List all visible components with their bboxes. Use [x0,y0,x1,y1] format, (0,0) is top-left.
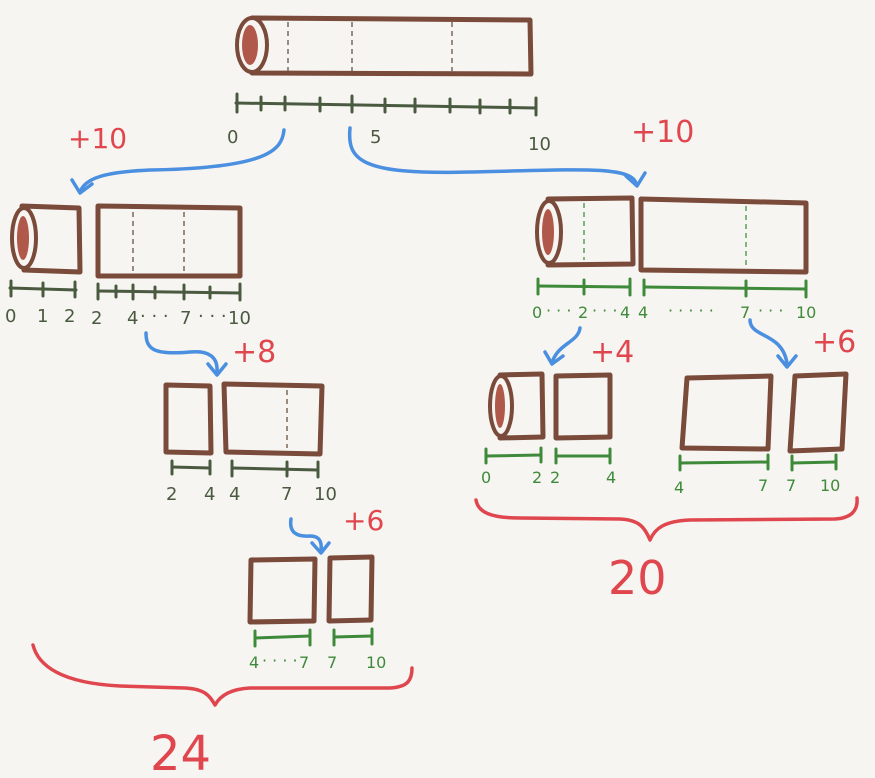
r1-label-10: 10 [796,303,816,322]
root-ruler-label-10: 10 [528,134,551,155]
l1-left-ruler: 0 1 2 [5,279,78,327]
l3-label-7b: 7 [327,653,337,672]
l2-left-label-4: 4 [204,484,215,505]
r2-log-b [553,372,613,441]
r2-log-d [787,371,849,454]
root-ruler: 0 5 10 [227,92,551,155]
r2-log-c [679,373,774,452]
l1-right-ruler: 2 4 7 10 · · · · · · [91,282,251,329]
left-total-brace [31,643,414,707]
arrow-l1-l2 [144,331,219,374]
l3-ruler: 4 · · · · 7 7 10 [249,627,386,672]
l3-cut-cost: +6 [343,504,384,537]
left-total: 24 [150,726,211,778]
l1-right-log [95,203,243,279]
l2-cut-cost: +8 [232,335,276,370]
arrow-root-left [78,128,286,194]
arrow-r1-left-head [543,350,565,366]
r2-label-4a: 4 [606,468,616,487]
r-right-cut-cost: +6 [812,325,856,360]
r1-label-0: 0 [532,303,542,322]
r2-label-2b: 2 [550,468,560,487]
r2-label-10: 10 [820,476,840,495]
r1-label-4b: 4 [638,303,648,322]
svg-text:· · ·: · · · [546,301,571,320]
r1-left-log [535,195,636,268]
root-cut-cost-left: +10 [68,122,127,155]
r1-label-7: 7 [740,303,750,322]
r1-right-log [638,196,809,275]
svg-text:· · · ·: · · · · [262,651,298,670]
right-total: 20 [608,551,667,605]
l2-left-ruler: 2 4 [166,459,215,505]
l2-right-label-10: 10 [314,484,337,505]
r-left-cut-cost: +4 [590,335,634,370]
arrow-r1-right [748,318,789,365]
l2-right-label-7: 7 [281,484,292,505]
svg-text:· · ·: · · · [198,306,227,327]
r2-rulers: 0 2 2 4 4 7 7 10 [481,446,840,497]
r1-label-2: 2 [578,303,588,322]
svg-text:· · ·: · · · [592,301,617,320]
arrow-root-right [347,126,638,185]
arrow-r1-right-head [776,354,798,369]
l1-left-log [10,203,83,275]
svg-text:· · ·: · · · [140,306,169,327]
r2-label-2a: 2 [532,468,542,487]
arrow-l1-l2-head [206,362,228,377]
l3-left-log [247,556,318,625]
r2-label-7b: 7 [786,476,796,495]
root-cut-cost-right: +10 [631,115,694,150]
r2-label-4b: 4 [674,478,684,497]
root-ruler-label-5: 5 [370,127,381,148]
arrow-r1-left [551,326,582,362]
l3-label-10: 10 [366,653,386,672]
l1-left-label-1: 1 [37,306,48,327]
svg-text:· · · · ·: · · · · · [668,301,714,320]
right-total-brace [474,496,859,542]
l1-right-label-2: 2 [91,308,102,329]
l2-right-log [221,381,325,457]
l1-right-label-4: 4 [127,308,138,329]
r1-label-4a: 4 [620,303,630,322]
root-log [235,15,534,77]
arrow-l2-l3-head [310,541,331,555]
l2-left-log [163,382,214,456]
arrow-root-right-head [624,171,647,188]
r1-ruler: 0 · · · 2 · · · 4 4 · · · · · 7 · · · 10 [532,277,816,322]
r2-label-7a: 7 [758,476,768,495]
l3-label-4: 4 [249,653,259,672]
l1-right-label-10: 10 [228,308,251,329]
l3-label-7a: 7 [299,653,309,672]
r2-log-a [488,371,546,441]
l2-left-label-2: 2 [166,484,177,505]
l1-right-label-7: 7 [180,308,191,329]
svg-text:· · ·: · · · [758,301,783,320]
l2-right-ruler: 4 7 10 [229,459,337,505]
l1-left-label-2: 2 [64,306,75,327]
root-ruler-label-0: 0 [227,127,238,148]
r2-label-0: 0 [481,468,491,487]
l2-right-label-4: 4 [229,484,240,505]
arrow-l2-l3 [288,517,323,553]
arrow-root-left-head [70,178,94,195]
l1-left-label-0: 0 [5,306,16,327]
l3-right-log [326,554,375,624]
